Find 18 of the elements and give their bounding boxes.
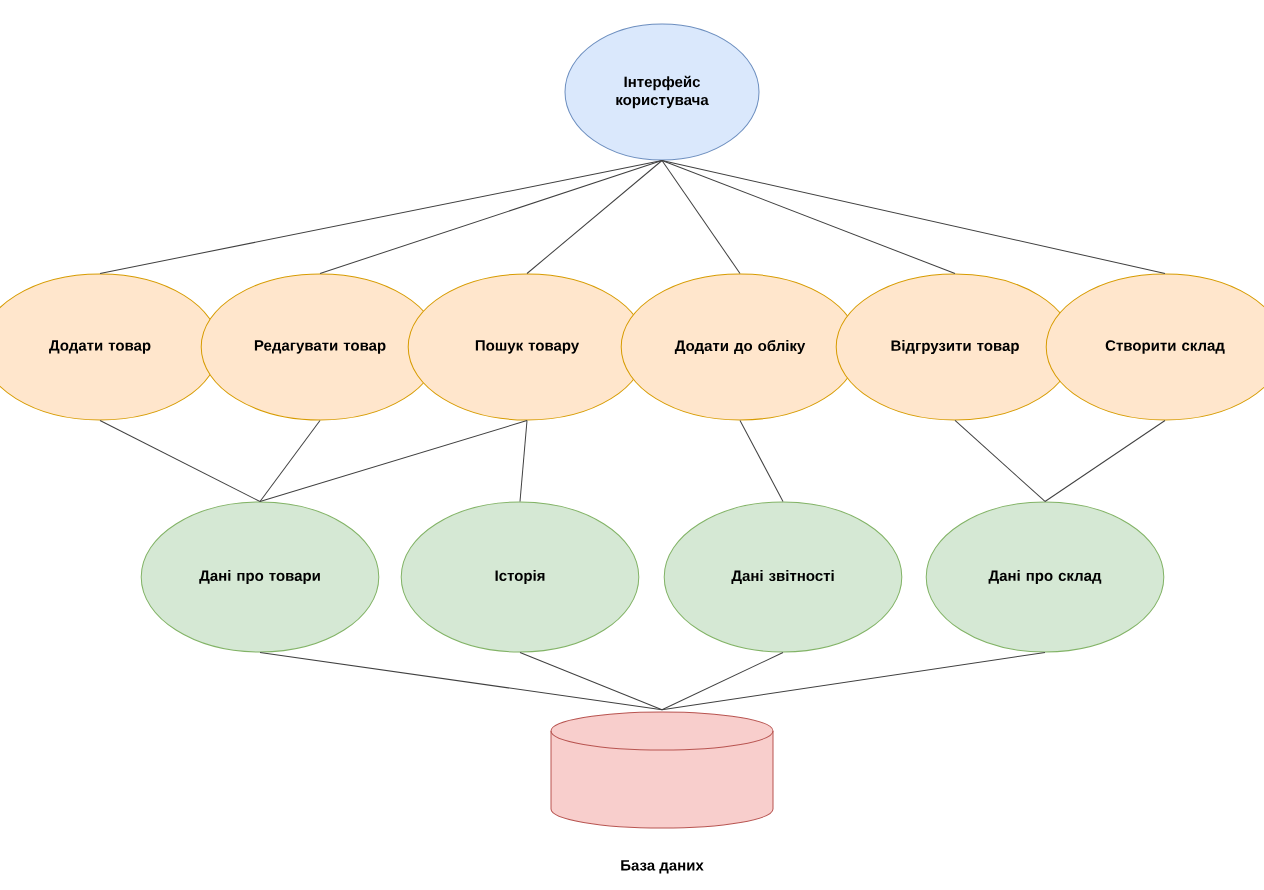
connector-line [661, 160, 1166, 274]
connector-line [661, 160, 741, 274]
database-label: База даних [621, 860, 704, 874]
connector-line [526, 160, 663, 274]
connector-line [661, 652, 784, 711]
connector-line [739, 420, 784, 502]
connector-line [259, 420, 528, 502]
connector-line [519, 652, 663, 711]
connector-line [519, 420, 528, 502]
connector-line [99, 420, 261, 502]
connector-line [259, 420, 321, 502]
connector-line [1044, 420, 1166, 502]
connector-line [954, 420, 1046, 502]
connector-line [99, 160, 663, 274]
connector-line [661, 652, 1046, 711]
connector-line [319, 160, 663, 274]
connector-line [259, 652, 663, 711]
connector-line [661, 160, 956, 274]
